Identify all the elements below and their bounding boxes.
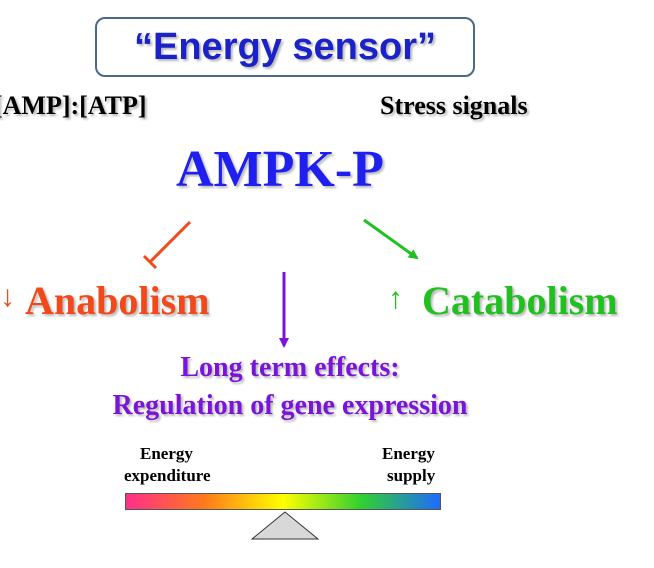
ampk-p-label: AMPK-P [176, 141, 384, 198]
energy-balance-gradient-bar [125, 493, 441, 510]
balance-fulcrum-icon [250, 511, 320, 540]
energy-expenditure-label-line1: Energy [140, 444, 193, 463]
stress-signals-label: Stress signals [380, 91, 528, 120]
energy-supply-label-line2: supply [387, 466, 436, 485]
long-term-effects-label: Long term effects: [180, 352, 400, 383]
energy-expenditure-label-line2: expenditure [124, 466, 211, 485]
energy-supply-label-line1: Energy [382, 444, 435, 463]
up-arrow-icon: ↑ [388, 282, 403, 315]
amp-atp-ratio-label: [AMP]:[ATP] [0, 91, 147, 120]
title-box [95, 17, 475, 77]
down-arrow-icon: ↓ [0, 280, 15, 313]
anabolism-label: Anabolism [25, 278, 210, 323]
diagram-title: “Energy sensor” [134, 26, 436, 68]
inhibition-arrow-to-anabolism [142, 220, 192, 270]
activation-arrow-to-catabolism [363, 218, 419, 260]
gene-expression-label: Regulation of gene expression [112, 390, 468, 421]
catabolism-label: Catabolism [422, 278, 618, 323]
